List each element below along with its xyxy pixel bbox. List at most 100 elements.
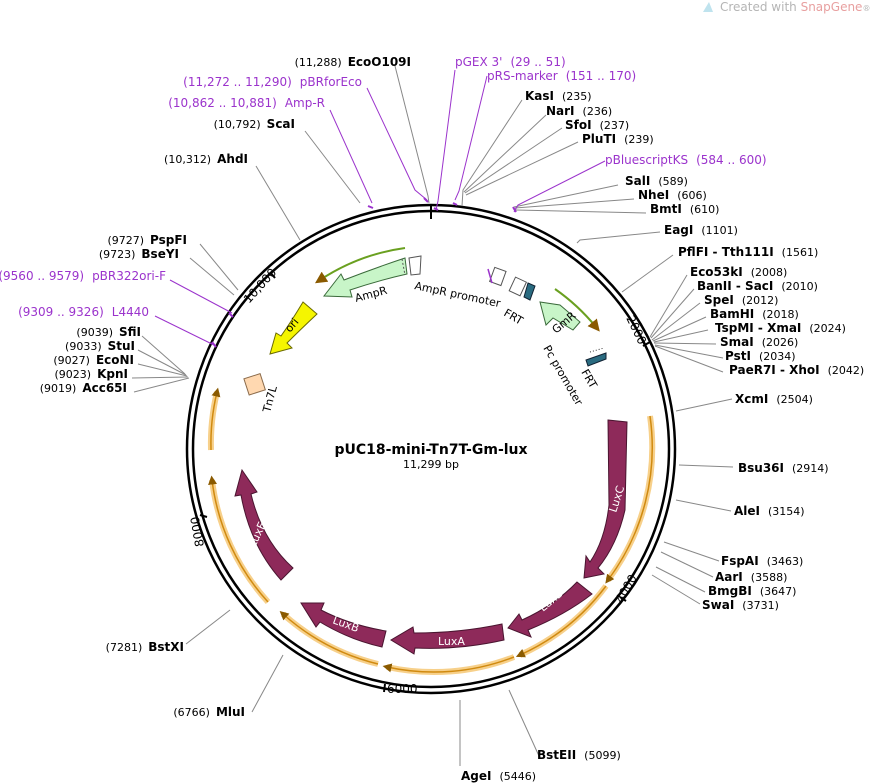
tick-label-8000: 8000 <box>188 515 207 548</box>
primer-name: pBluescriptKS <box>605 153 688 167</box>
site-pos: (237) <box>600 119 630 132</box>
primer-range: (10,862 .. 10,881) <box>168 96 277 110</box>
watermark-prefix: Created with <box>720 0 801 14</box>
tick-label-4000: 4000 <box>612 572 639 605</box>
orf-arc-ampr <box>314 247 406 284</box>
site-name: EagI <box>664 223 693 237</box>
frt2-arrow <box>585 352 607 367</box>
svg-text:NheI(606): NheI(606) <box>638 188 707 202</box>
tick-6000: 6000 <box>383 682 418 696</box>
feature-luxe: LuxE <box>234 468 294 581</box>
svg-text:PluTI(239): PluTI(239) <box>582 132 654 146</box>
site-name: PspFI <box>150 233 187 247</box>
svg-text:pBluescriptKS(584 .. 600): pBluescriptKS(584 .. 600) <box>605 153 767 167</box>
feature-frt-gmr: FRT GmR Pc promoter FRT <box>487 266 607 408</box>
svg-text:(9027)EcoNI: (9027) EcoNI <box>53 353 134 367</box>
orf-arc-gmr <box>554 288 600 332</box>
watermark-reg: ® <box>862 4 870 13</box>
pc-promoter-label: Pc promoter <box>540 343 585 408</box>
site-name: PstI <box>725 349 751 363</box>
frt1-arrow <box>523 282 536 301</box>
svg-text:(9309 .. 9326)L4440: (9309 .. 9326)L4440 <box>18 305 149 319</box>
feature-luxc: LuxC <box>583 419 628 579</box>
site-pos: (2010) <box>781 280 818 293</box>
site-name: SmaI <box>720 335 754 349</box>
site-name: SfiI <box>119 325 141 339</box>
site-pos: (6766) <box>173 706 210 719</box>
site-pos: (236) <box>583 105 613 118</box>
site-name: MluI <box>216 705 245 719</box>
site-name: AgeI <box>461 769 491 783</box>
site-name: SalI <box>625 174 650 188</box>
site-name: BanII - SacI <box>697 279 773 293</box>
tick-4000: 4000 <box>612 572 639 605</box>
svg-text:BstEII(5099): BstEII(5099) <box>537 748 621 762</box>
luxd-arrow <box>507 581 593 638</box>
primer-leader-lines <box>154 69 606 347</box>
site-name: PflFI - Tth111I <box>678 245 774 259</box>
site-name: AhdI <box>217 152 248 166</box>
site-pos: (2018) <box>762 308 799 321</box>
site-name: BstXI <box>148 640 184 654</box>
site-pos: (3731) <box>742 599 779 612</box>
svg-text:(9023)KpnI: (9023) KpnI <box>55 367 128 381</box>
svg-text:(9723)BseYI: (9723)BseYI <box>99 247 179 261</box>
svg-text:(10,862 .. 10,881)Amp-R: (10,862 .. 10,881) Amp-R <box>168 96 325 110</box>
ori-arrow <box>269 301 318 355</box>
site-pos: (2026) <box>762 336 799 349</box>
site-pos: (610) <box>690 203 720 216</box>
svg-text:(9033)StuI: (9033)StuI <box>65 339 135 353</box>
primer-range: (29 .. 51) <box>510 55 565 69</box>
svg-text:XcmI(2504): XcmI(2504) <box>735 392 813 406</box>
site-name: KasI <box>525 89 554 103</box>
site-pos: (3463) <box>767 555 804 568</box>
primer-name: pRS-marker <box>487 69 558 83</box>
site-pos: (9023) <box>55 368 92 381</box>
site-name: AleI <box>734 504 760 518</box>
svg-text:(9019)Acc65I: (9019)Acc65I <box>40 381 127 395</box>
site-name: TspMI - XmaI <box>715 321 801 335</box>
site-name: PluTI <box>582 132 616 146</box>
site-pos: (11,288) <box>295 56 342 69</box>
svg-text:SwaI(3731): SwaI (3731) <box>702 598 779 612</box>
luxa-label: LuxA <box>438 635 465 648</box>
svg-text:(10,312)AhdI: (10,312) AhdI <box>164 152 248 166</box>
site-name: BmtI <box>650 202 682 216</box>
frt1-box <box>488 266 507 287</box>
luxb-arrow <box>300 602 387 648</box>
svg-text:Bsu36I(2914): Bsu36I(2914) <box>738 461 829 475</box>
site-name: BmgBI <box>708 584 752 598</box>
site-pos: (2012) <box>742 294 779 307</box>
site-name: AarI <box>715 570 743 584</box>
orf-arcs <box>207 247 656 676</box>
site-name: KpnI <box>97 367 128 381</box>
site-pos: (2034) <box>759 350 796 363</box>
tick-8000: 8000 <box>188 514 208 548</box>
svg-text:(11,288)EcoO109I: (11,288)EcoO109I <box>295 55 411 69</box>
site-pos: (9027) <box>53 354 90 367</box>
primer-name: Amp-R <box>285 96 325 110</box>
svg-text:EagI(1101): EagI(1101) <box>664 223 738 237</box>
watermark-brand: SnapGene <box>801 0 863 14</box>
site-pos: (1561) <box>782 246 819 259</box>
site-pos: (606) <box>677 189 707 202</box>
svg-text:SpeI(2012): SpeI(2012) <box>704 293 778 307</box>
site-pos: (3647) <box>760 585 797 598</box>
snapgene-logo-icon <box>703 2 713 12</box>
gmr-arrow <box>539 301 581 331</box>
site-name: PaeR7I - XhoI <box>729 363 820 377</box>
leader-lines <box>131 65 734 766</box>
site-pos: (2504) <box>776 393 813 406</box>
site-name: SwaI <box>702 598 734 612</box>
site-name: BamHI <box>710 307 754 321</box>
svg-text:Eco53kI(2008): Eco53kI(2008) <box>690 265 787 279</box>
site-name: BstEII <box>537 748 576 762</box>
luxe-arrow <box>234 468 294 581</box>
site-pos: (9727) <box>107 234 144 247</box>
right-site-labels: KasI(235) NarI(236) SfoI(237) PluTI(239)… <box>461 89 864 783</box>
site-name: EcoNI <box>96 353 134 367</box>
primer-name: pBR322ori-F <box>92 269 166 283</box>
site-pos: (10,312) <box>164 153 211 166</box>
svg-text:FspAI(3463): FspAI(3463) <box>721 554 803 568</box>
svg-text:NarI(236): NarI(236) <box>546 104 612 118</box>
